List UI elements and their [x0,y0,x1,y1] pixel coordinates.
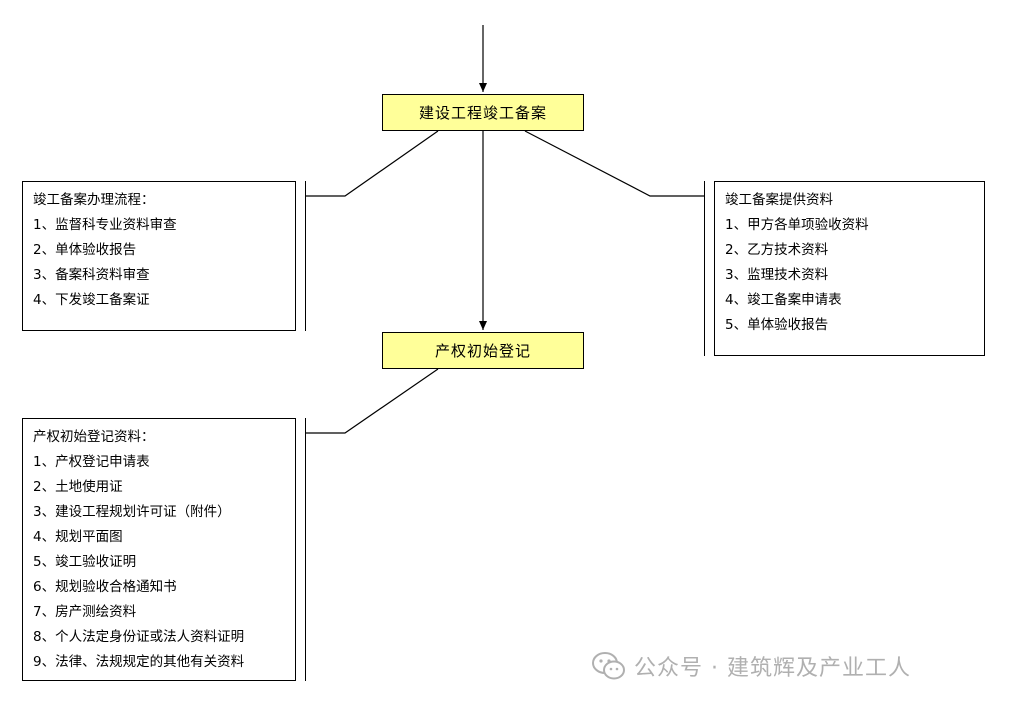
filing-materials-title: 竣工备案提供资料 [725,192,833,208]
filing-materials-panel: 竣工备案提供资料 1、甲方各单项验收资料 2、乙方技术资料 3、监理技术资料 4… [714,181,985,356]
wechat-icon [592,652,625,680]
registration-materials-bracket [305,418,306,681]
registration-to-materials-connector [305,368,439,434]
registration-materials-title: 产权初始登记资料： [33,429,155,445]
filing-process-panel: 竣工备案办理流程： 1、监督科专业资料审查 2、单体验收报告 3、备案科资料审查… [22,181,296,331]
watermark: 公众号 · 建筑辉及产业工人 [592,650,911,682]
list-item: 2、土地使用证 [33,479,123,495]
list-item: 3、备案科资料审查 [33,267,150,283]
list-item: 4、下发竣工备案证 [33,292,150,308]
list-item: 2、乙方技术资料 [725,242,829,258]
list-item: 1、甲方各单项验收资料 [725,217,869,233]
list-item: 1、监督科专业资料审查 [33,217,177,233]
completion-filing-node: 建设工程竣工备案 [382,94,584,131]
list-item: 5、单体验收报告 [725,317,829,333]
filing-process-bracket [305,181,306,331]
list-item: 3、监理技术资料 [725,267,829,283]
list-item: 7、房产测绘资料 [33,604,137,620]
watermark-text: 公众号 · 建筑辉及产业工人 [634,656,911,681]
list-item: 8、个人法定身份证或法人资料证明 [33,629,245,645]
filing-materials-list: 1、甲方各单项验收资料 2、乙方技术资料 3、监理技术资料 4、竣工备案申请表 … [725,216,984,341]
list-item: 6、规划验收合格通知书 [33,579,177,595]
filing-process-list: 1、监督科专业资料审查 2、单体验收报告 3、备案科资料审查 4、下发竣工备案证 [33,216,295,316]
filing-materials-bracket [704,181,705,356]
list-item: 3、建设工程规划许可证（附件） [33,504,231,520]
filing-to-process-connector [305,130,439,197]
registration-materials-panel: 产权初始登记资料： 1、产权登记申请表 2、土地使用证 3、建设工程规划许可证（… [22,418,296,681]
registration-materials-list: 1、产权登记申请表 2、土地使用证 3、建设工程规划许可证（附件） 4、规划平面… [33,453,295,678]
list-item: 4、规划平面图 [33,529,123,545]
list-item: 2、单体验收报告 [33,242,137,258]
filing-to-materials-connector [524,130,704,197]
list-item: 9、法律、法规规定的其他有关资料 [33,654,245,670]
property-registration-node: 产权初始登记 [382,332,584,369]
list-item: 1、产权登记申请表 [33,454,150,470]
list-item: 5、竣工验收证明 [33,554,137,570]
filing-process-title: 竣工备案办理流程： [33,192,155,208]
list-item: 4、竣工备案申请表 [725,292,842,308]
